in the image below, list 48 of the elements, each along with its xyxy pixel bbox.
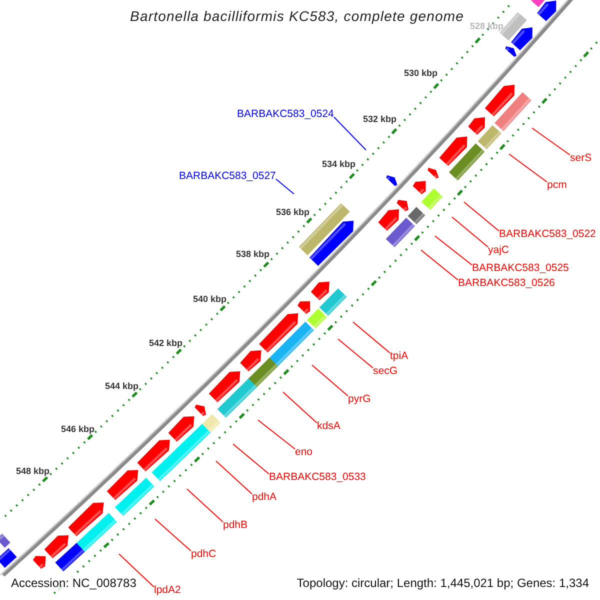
gene-label: pyrG <box>348 393 371 405</box>
gene-label: secG <box>373 365 398 377</box>
leader-line <box>258 420 296 450</box>
gene-label: lpdA2 <box>154 584 181 596</box>
gene-label: pcm <box>547 179 567 191</box>
diagram-title: Bartonella bacilliformis KC583, complete genome <box>130 9 464 24</box>
leader-line <box>154 518 192 552</box>
leader-line <box>118 554 154 588</box>
scale-label: 548 kbp <box>16 466 50 476</box>
gene-label: BARBAKC583_0527 <box>179 170 276 182</box>
gene-label: pdhB <box>223 519 248 531</box>
gene-label: yajC <box>488 244 510 256</box>
leader-line <box>464 202 500 232</box>
leader-line <box>333 116 366 150</box>
leader-line <box>508 154 548 182</box>
gene-label: kdsA <box>317 420 340 432</box>
leader-line <box>232 444 270 474</box>
gene-label: BARBAKC583_0526 <box>458 277 555 289</box>
scale-label: 536 kbp <box>276 207 310 217</box>
gene-label: BARBAKC583_0522 <box>499 228 596 240</box>
leader-line <box>282 392 318 424</box>
scale-label: 542 kbp <box>149 338 183 348</box>
gene-label: pdhA <box>252 491 277 503</box>
gene-label: serS <box>570 152 592 164</box>
gene-label: tpiA <box>390 350 408 362</box>
leader-line <box>216 460 252 494</box>
leader-line <box>434 236 472 266</box>
scale-label: 546 kbp <box>61 424 95 434</box>
gene-label: eno <box>295 446 313 458</box>
scale-label: 534 kbp <box>322 159 356 169</box>
scale-label: 532 kbp <box>363 114 397 124</box>
gene-label: BARBAKC583_0525 <box>472 262 569 274</box>
scale-label: 538 kbp <box>236 249 270 259</box>
leader-line <box>532 128 570 156</box>
scale-label: 528 kbp <box>470 21 504 31</box>
leader-line <box>186 488 224 522</box>
scale-label: 540 kbp <box>193 294 227 304</box>
gene-label: BARBAKC583_0524 <box>237 108 334 120</box>
gene-label: pdhC <box>191 548 216 560</box>
scale-label: 544 kbp <box>105 381 139 391</box>
leader-line <box>312 364 348 396</box>
leader-line <box>352 322 390 354</box>
leader-line <box>275 178 294 194</box>
scale-label: 530 kbp <box>404 68 438 78</box>
leader-line <box>452 216 488 248</box>
gene-label: BARBAKC583_0533 <box>269 471 366 483</box>
leader-line <box>338 338 374 368</box>
leader-line <box>420 250 458 280</box>
